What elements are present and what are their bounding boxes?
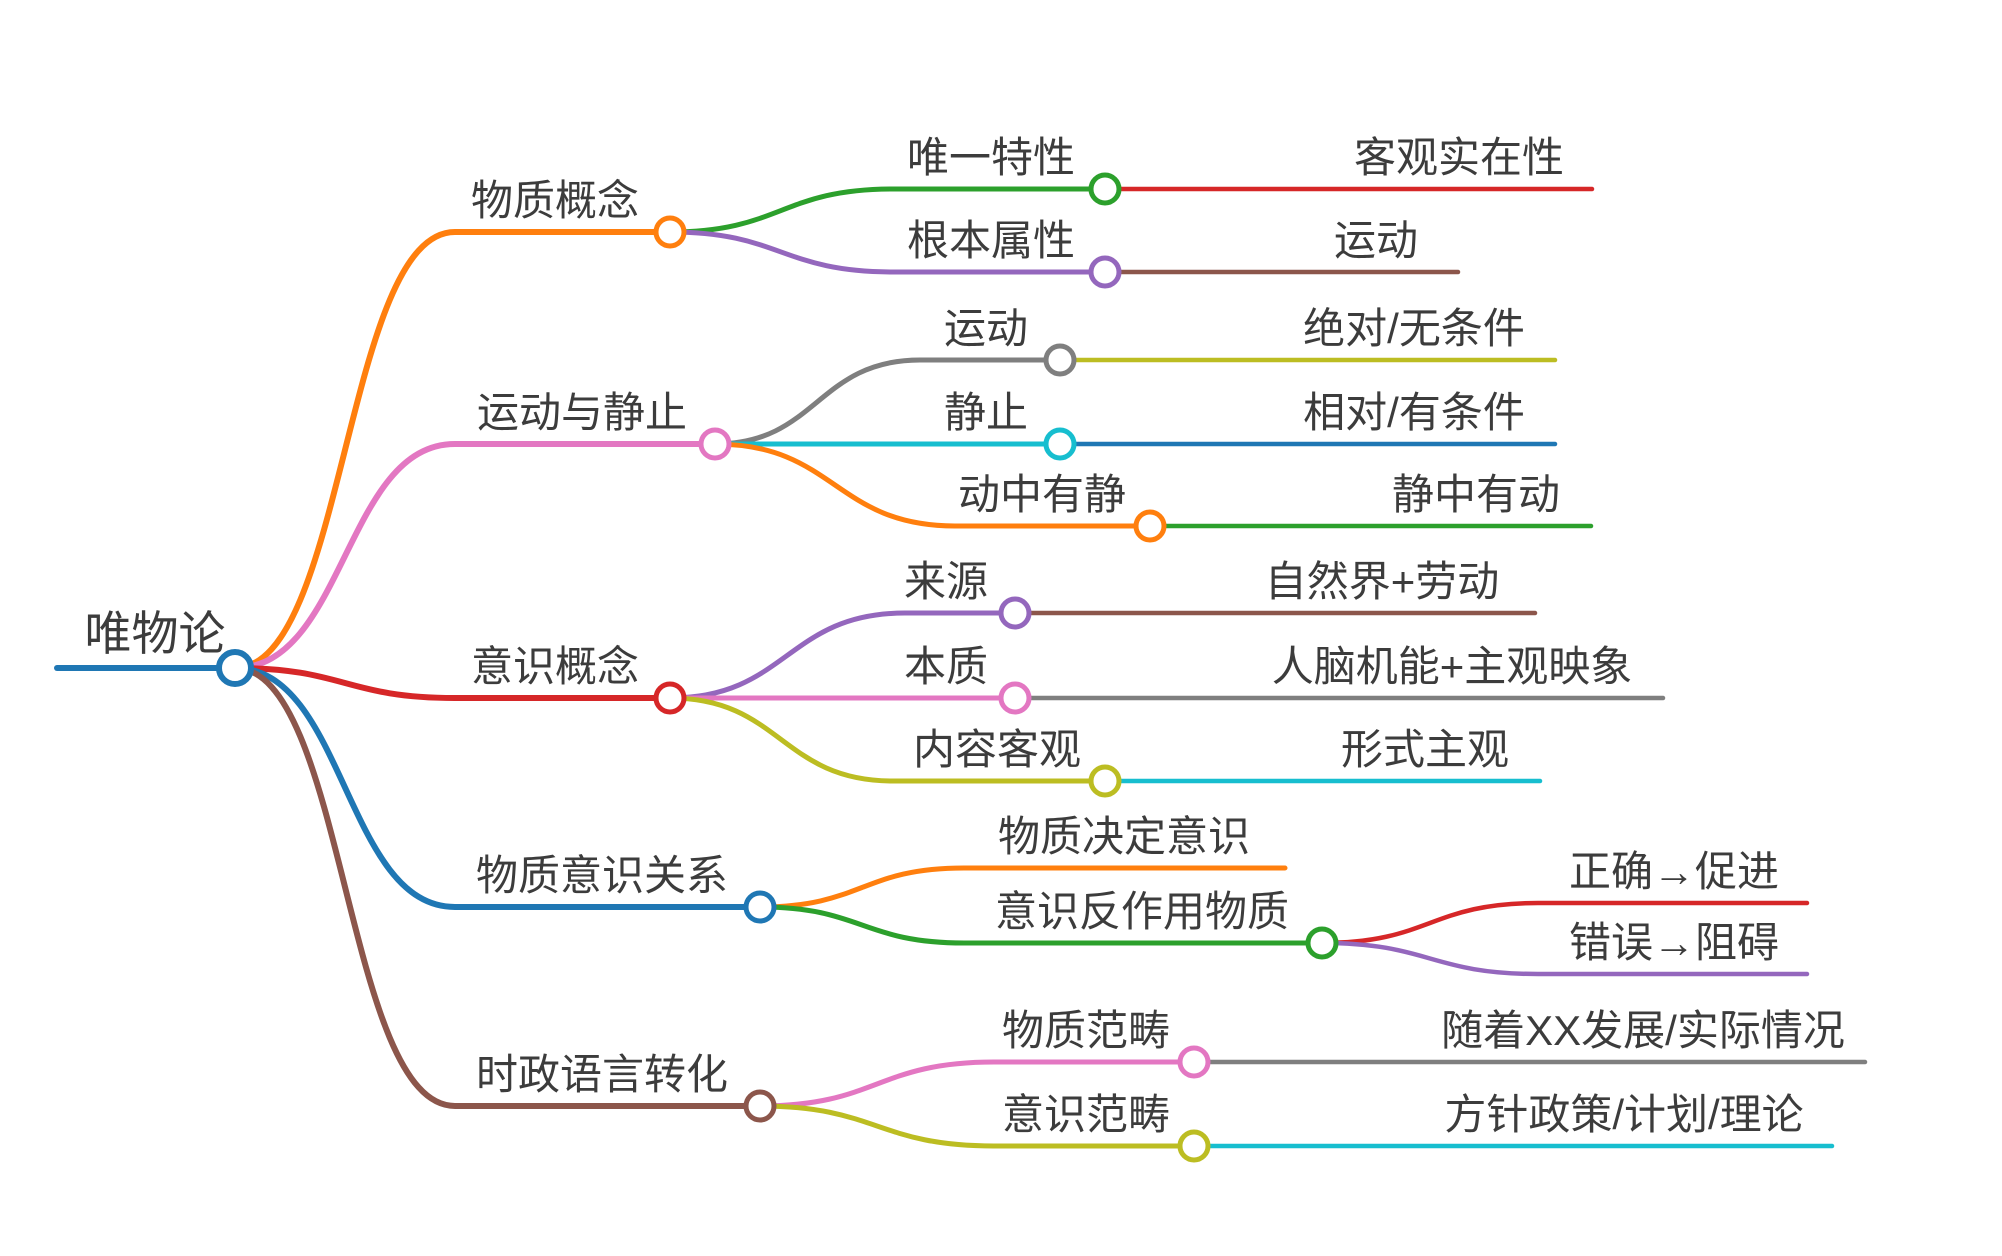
- branch-source: [667, 610, 1002, 701]
- label-absolute-unconditional[interactable]: 绝对/无条件: [1303, 305, 1525, 352]
- branch-matter-consciousness-relation: [232, 665, 747, 910]
- label-unique-property[interactable]: 唯一特性: [907, 134, 1075, 181]
- branch-motion-and-rest: [232, 441, 702, 671]
- node-circle-consciousness-category[interactable]: [1177, 1129, 1211, 1163]
- node-circle-motion[interactable]: [1043, 343, 1077, 377]
- label-matter-category[interactable]: 物质范畴: [1002, 1007, 1170, 1054]
- branch-lines: [54, 186, 1868, 1149]
- label-brain-function[interactable]: 人脑机能+主观映象: [1272, 643, 1633, 690]
- branch-wrong-hinder: [1319, 940, 1810, 977]
- branch-rest-in-motion: [712, 441, 1137, 529]
- label-motion-and-rest[interactable]: 运动与静止: [477, 389, 687, 436]
- node-circle-politics-language[interactable]: [743, 1089, 777, 1123]
- label-objective-reality[interactable]: 客观实在性: [1354, 134, 1564, 181]
- label-matter-determines-consciousness[interactable]: 物质决定意识: [998, 813, 1250, 860]
- node-circle-matter-consciousness-relation[interactable]: [743, 890, 777, 924]
- node-circle-matter-concept[interactable]: [653, 215, 687, 249]
- label-with-development[interactable]: 随着XX发展/实际情况: [1441, 1007, 1845, 1054]
- node-circle-motion-and-rest[interactable]: [698, 427, 732, 461]
- node-circle-root[interactable]: [216, 649, 254, 687]
- label-motion-leaf[interactable]: 运动: [1334, 217, 1418, 264]
- label-matter-concept[interactable]: 物质概念: [471, 177, 639, 224]
- branch-objective-content: [667, 695, 1092, 784]
- label-fundamental-attribute[interactable]: 根本属性: [907, 217, 1075, 264]
- branch-consciousness-category: [757, 1103, 1181, 1149]
- label-relative-conditional[interactable]: 相对/有条件: [1303, 389, 1525, 436]
- node-circle-consciousness-concept[interactable]: [653, 681, 687, 715]
- label-nature-plus-labor[interactable]: 自然界+劳动: [1265, 558, 1500, 605]
- node-circle-rest-in-motion[interactable]: [1133, 509, 1167, 543]
- node-labels: 唯物论 物质概念 唯一特性 客观实在性 根本属性 运动 运动与静止 运动 绝对/…: [85, 134, 1845, 1138]
- label-wrong-hinder[interactable]: 错误→阻碍: [1569, 919, 1779, 966]
- label-consciousness-reacts[interactable]: 意识反作用物质: [995, 888, 1289, 935]
- label-motion[interactable]: 运动: [944, 305, 1028, 352]
- node-circle-source[interactable]: [998, 596, 1032, 630]
- label-consciousness-concept[interactable]: 意识概念: [471, 643, 639, 690]
- branch-unique-property: [667, 186, 1092, 235]
- node-circle-objective-content[interactable]: [1088, 764, 1122, 798]
- label-rest[interactable]: 静止: [944, 389, 1028, 436]
- node-circle-fundamental-attribute[interactable]: [1088, 255, 1122, 289]
- label-correct-promote[interactable]: 正确→促进: [1569, 848, 1779, 895]
- branch-matter-concept: [232, 229, 657, 671]
- branch-matter-category: [757, 1059, 1181, 1109]
- branch-politics-language: [232, 665, 747, 1109]
- label-consciousness-category[interactable]: 意识范畴: [1002, 1091, 1170, 1138]
- branch-consciousness-concept: [232, 665, 657, 701]
- node-circle-matter-category[interactable]: [1177, 1045, 1211, 1079]
- label-objective-content[interactable]: 内容客观: [913, 726, 1081, 773]
- branch-matter-determines-consciousness: [757, 865, 1288, 910]
- node-circles: [216, 172, 1339, 1163]
- node-circle-rest[interactable]: [1043, 427, 1077, 461]
- root-label[interactable]: 唯物论: [85, 607, 226, 660]
- label-policy-plan-theory[interactable]: 方针政策/计划/理论: [1444, 1091, 1803, 1138]
- label-source[interactable]: 来源: [904, 558, 988, 605]
- label-essence[interactable]: 本质: [904, 643, 988, 690]
- label-politics-language[interactable]: 时政语言转化: [476, 1051, 728, 1098]
- branch-motion: [712, 357, 1047, 447]
- node-circle-essence[interactable]: [998, 681, 1032, 715]
- node-circle-unique-property[interactable]: [1088, 172, 1122, 206]
- branch-fundamental-attribute: [667, 229, 1092, 275]
- node-circle-consciousness-reacts[interactable]: [1305, 926, 1339, 960]
- label-rest-in-motion[interactable]: 动中有静: [958, 471, 1126, 518]
- label-matter-consciousness-relation[interactable]: 物质意识关系: [476, 852, 728, 899]
- label-subjective-form[interactable]: 形式主观: [1341, 726, 1509, 773]
- label-motion-in-rest[interactable]: 静中有动: [1392, 471, 1560, 518]
- branch-correct-promote: [1319, 900, 1810, 946]
- branch-consciousness-reacts: [757, 904, 1309, 946]
